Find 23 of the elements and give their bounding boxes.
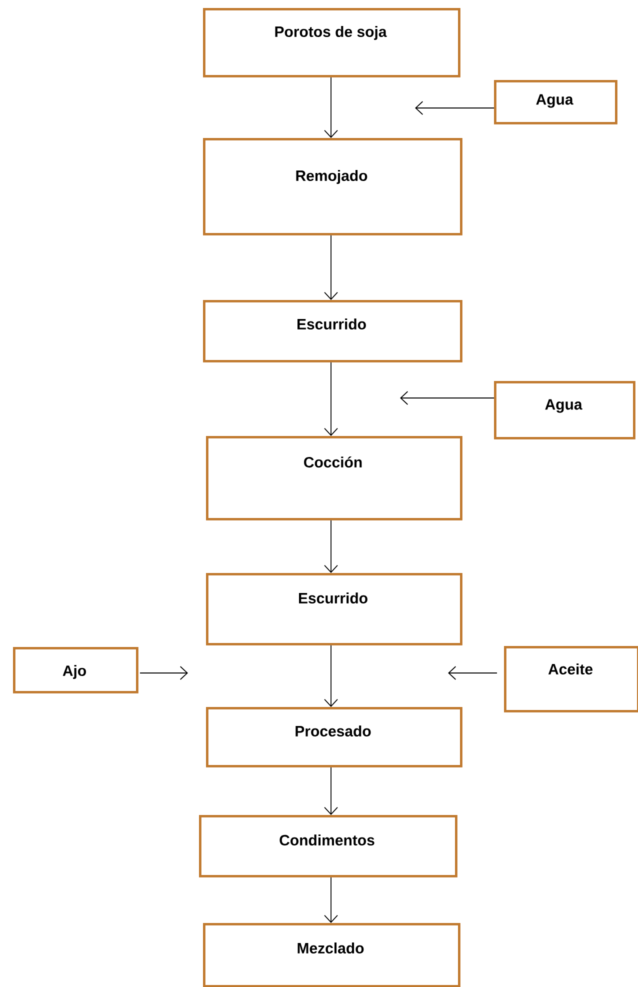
arrow (324, 644, 338, 707)
process-box: Escurrido (203, 300, 462, 362)
arrow (324, 520, 338, 573)
process-box: Condimentos (199, 815, 458, 878)
process-box: Porotos de soja (203, 8, 460, 78)
process-box: Agua (494, 381, 636, 440)
process-box: Cocción (206, 436, 462, 520)
arrow (324, 234, 338, 300)
process-box: Agua (494, 80, 618, 124)
arrow (324, 362, 338, 436)
arrow (324, 76, 338, 138)
arrow (324, 876, 338, 923)
process-box: Mezclado (203, 923, 460, 987)
arrow (140, 666, 188, 680)
process-box: Ajo (13, 647, 138, 694)
process-box: Escurrido (206, 573, 462, 646)
process-box: Remojado (203, 138, 462, 236)
arrow (400, 391, 494, 405)
process-box: Aceite (504, 646, 638, 712)
process-box: Procesado (206, 707, 462, 768)
arrow (415, 101, 494, 115)
arrow (324, 766, 338, 815)
arrow (448, 666, 498, 680)
